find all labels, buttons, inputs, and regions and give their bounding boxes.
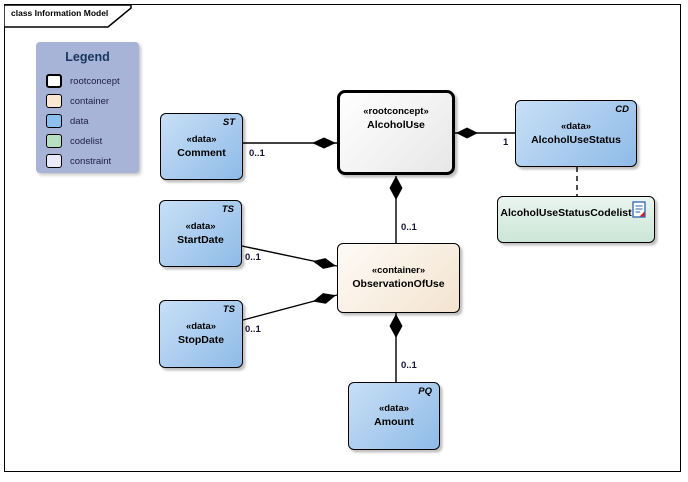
alcoholuse-name: AlcoholUse [367, 119, 425, 131]
class-startdate[interactable]: TS «data» StartDate [159, 200, 242, 267]
legend-label-rootconcept: rootconcept [70, 75, 120, 87]
class-stopdate[interactable]: TS «data» StopDate [159, 300, 243, 368]
comment-type-tag: ST [222, 117, 235, 128]
stopdate-type-tag: TS [222, 304, 235, 315]
alcoholusestatus-type-tag: CD [615, 104, 629, 115]
multiplicity-amount: 0..1 [401, 360, 417, 371]
alcoholusestatuscodelist-name: AlcoholUseStatusCodelist [500, 207, 632, 219]
class-amount[interactable]: PQ «data» Amount [348, 382, 440, 450]
alcoholuse-stereotype: «rootconcept» [363, 106, 429, 117]
amount-name: Amount [374, 416, 414, 428]
multiplicity-stopdate: 0..1 [245, 324, 261, 335]
legend-swatch-rootconcept [46, 74, 62, 88]
multiplicity-status: 1 [503, 137, 509, 148]
legend-label-container: container [70, 95, 110, 107]
comment-stereotype: «data» [186, 133, 217, 145]
legend-label-codelist: codelist [70, 135, 103, 147]
stopdate-stereotype: «data» [185, 321, 217, 332]
class-alcoholusestatuscodelist[interactable]: AlcoholUseStatusCodelist [497, 196, 655, 243]
diagram-frame [4, 4, 681, 472]
observationofuse-stereotype: «container» [371, 265, 426, 276]
multiplicity-comment: 0..1 [249, 148, 265, 159]
alcoholusestatus-name: AlcoholUseStatus [531, 133, 621, 146]
observationofuse-name: ObservationOfUse [352, 278, 445, 290]
legend-title: Legend [65, 50, 110, 64]
alcoholusestatus-stereotype: «data» [560, 120, 592, 132]
amount-stereotype: «data» [378, 403, 410, 414]
startdate-stereotype: «data» [185, 220, 216, 232]
legend-swatch-data [46, 114, 62, 128]
startdate-name: StartDate [177, 233, 224, 246]
legend-label-data: data [70, 115, 89, 127]
document-icon [632, 201, 646, 218]
class-alcoholuse[interactable]: «rootconcept» AlcoholUse [337, 90, 455, 175]
stopdate-name: StopDate [177, 334, 225, 346]
legend-swatch-codelist [46, 134, 62, 148]
multiplicity-startdate: 0..1 [245, 252, 261, 263]
diagram-title: class Information Model [11, 8, 109, 18]
class-comment[interactable]: ST «data» Comment [160, 113, 243, 180]
diagram-title-tab [4, 4, 132, 28]
class-alcoholusestatus[interactable]: CD «data» AlcoholUseStatus [515, 100, 637, 167]
startdate-type-tag: TS [221, 204, 234, 215]
class-observationofuse[interactable]: «container» ObservationOfUse [337, 243, 460, 313]
amount-type-tag: PQ [418, 386, 432, 397]
legend-swatch-constraint [46, 154, 62, 168]
legend[interactable]: Legend rootconcept container data codeli… [36, 42, 139, 173]
legend-label-constraint: constraint [70, 155, 112, 167]
legend-swatch-container [46, 94, 62, 108]
comment-name: Comment [177, 146, 226, 159]
multiplicity-observation: 0..1 [401, 222, 417, 233]
